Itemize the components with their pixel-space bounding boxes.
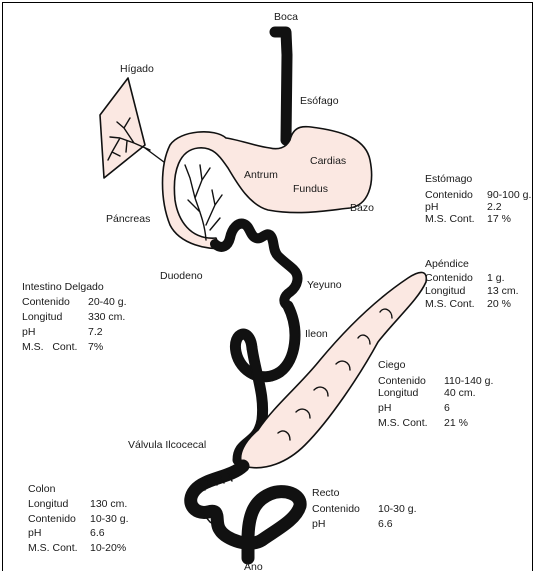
intestino-key: pH <box>22 326 35 338</box>
estomago-key: Contenido <box>425 189 473 201</box>
ciego-title: Ciego <box>378 359 406 371</box>
apendice-title: Apéndice <box>425 258 469 270</box>
label-bazo: Bazo <box>350 202 374 214</box>
label-esofago: Esófago <box>300 95 339 107</box>
label-boca: Boca <box>274 11 298 23</box>
apendice-key: M.S. Cont. <box>425 298 475 310</box>
info-apendice: Apéndice Contenido 1 g. Longitud 13 cm. … <box>425 258 519 310</box>
colon-value: 6.6 <box>90 527 105 539</box>
recto-key: pH <box>312 518 325 530</box>
pancreas-veins <box>185 165 222 240</box>
liver-shape <box>100 78 145 178</box>
estomago-title: Estómago <box>425 173 472 185</box>
label-fundus: Fundus <box>293 183 328 195</box>
colon-value: 10-20% <box>90 542 126 554</box>
estomago-value: 90-100 g. <box>487 189 531 201</box>
info-recto: Recto Contenido 10-30 g. pH 6.6 <box>312 487 417 530</box>
apendice-value: 13 cm. <box>487 285 519 297</box>
colon-key: Longitud <box>28 498 68 510</box>
colon-value: 130 cm. <box>90 498 127 510</box>
colon-key: Contenido <box>28 513 76 525</box>
apendice-key: Contenido <box>425 272 473 284</box>
ciego-key: Longitud <box>378 387 418 399</box>
label-yeyuno: Yeyuno <box>307 279 342 291</box>
label-valvula: Válvula Ilcocecal <box>128 439 206 451</box>
colon-value: 10-30 g. <box>90 513 129 525</box>
ciego-value: 110-140 g. <box>444 375 493 387</box>
recto-title: Recto <box>312 487 340 499</box>
estomago-value: 2.2 <box>487 201 502 213</box>
recto-key: Contenido <box>312 503 360 515</box>
duodenum-tube-inner <box>215 224 297 306</box>
apendice-value: 1 g. <box>487 272 505 284</box>
intestino-value: 7.2 <box>88 326 103 338</box>
info-ciego: Ciego Contenido 110-140 g. Longitud 40 c… <box>378 359 493 429</box>
ciego-value: 40 cm. <box>444 387 476 399</box>
recto-value: 6.6 <box>378 518 393 530</box>
estomago-value: 17 % <box>487 213 511 225</box>
ciego-value: 6 <box>444 402 450 414</box>
info-intestino: Intestino Delgado Contenido 20-40 g. Lon… <box>22 281 127 353</box>
intestino-value: 7% <box>88 341 103 353</box>
label-antrum: Antrum <box>244 169 278 181</box>
intestino-value: 330 cm. <box>88 311 125 323</box>
ciego-value: 21 % <box>444 417 468 429</box>
intestino-key: Longitud <box>22 311 62 323</box>
intestino-title: Intestino Delgado <box>22 281 104 293</box>
estomago-key: pH <box>425 201 438 213</box>
colon-key: pH <box>28 527 41 539</box>
colon-title: Colon <box>28 483 56 495</box>
intestino-value: 20-40 g. <box>88 296 127 308</box>
ileon-tube-inner <box>235 306 295 377</box>
colon-key: M.S. Cont. <box>28 542 78 554</box>
info-estomago: Estómago Contenido 90-100 g. pH 2.2 M.S.… <box>425 173 531 225</box>
ciego-key: M.S. Cont. <box>378 417 428 429</box>
label-cardias: Cardias <box>310 155 346 167</box>
apendice-key: Longitud <box>425 285 465 297</box>
label-duodeno: Duodeno <box>160 270 203 282</box>
apendice-value: 20 % <box>487 298 511 310</box>
label-ano: Ano <box>244 561 263 573</box>
ciego-key: Contenido <box>378 375 426 387</box>
ciego-key: pH <box>378 402 391 414</box>
intestino-key: Contenido <box>22 296 70 308</box>
estomago-key: M.S. Cont. <box>425 213 475 225</box>
label-pancreas: Páncreas <box>106 213 150 225</box>
recto-value: 10-30 g. <box>378 503 417 515</box>
info-colon: Colon Longitud 130 cm. Contenido 10-30 g… <box>28 483 129 554</box>
intestino-key: M.S. Cont. <box>22 341 77 353</box>
label-higado: Hígado <box>120 63 154 75</box>
label-ileon: Ileon <box>305 328 328 340</box>
